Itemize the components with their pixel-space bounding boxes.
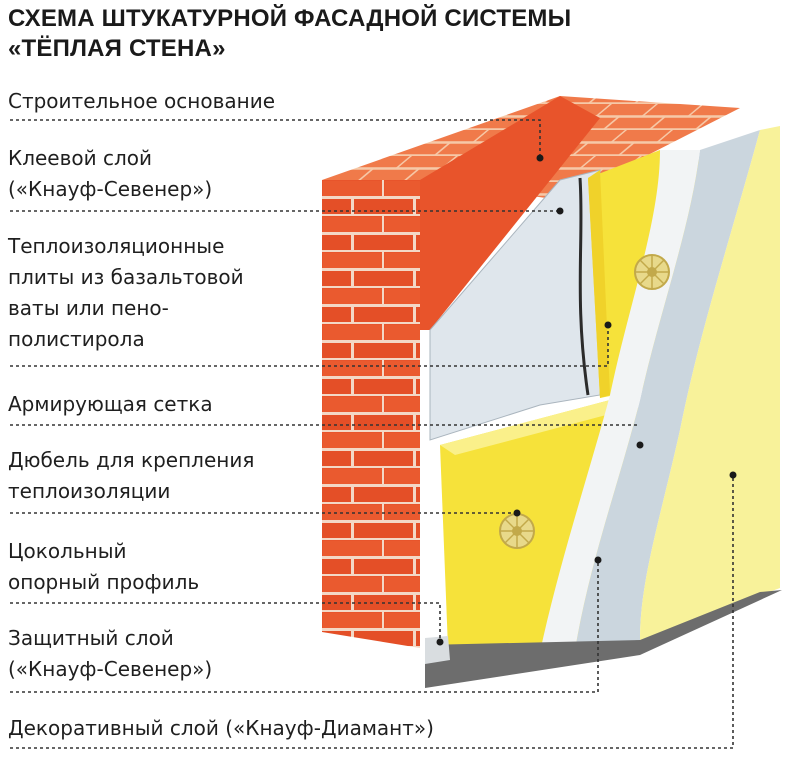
leader-line-base: [10, 119, 541, 155]
leader-dot-glue: [556, 207, 564, 215]
label-reinforcing-mesh: Армирующая сетка: [8, 392, 213, 416]
label-glue-layer: Клеевой слой («Кнауф-Севенер»): [8, 146, 213, 201]
leader-dot-decorative: [729, 471, 737, 479]
leader-line-insulation: [10, 325, 609, 367]
decorative-finish-layer: [640, 126, 780, 640]
diagram-title: СХЕМА ШТУКАТУРНОЙ ФАСАДНОЙ СИСТЕМЫ «ТЁПЛ…: [8, 4, 571, 64]
leader-dot-base: [536, 154, 544, 162]
leader-dot-protective: [594, 556, 602, 564]
title-line-1: СХЕМА ШТУКАТУРНОЙ ФАСАДНОЙ СИСТЕМЫ: [8, 5, 572, 32]
reinforcing-mesh-band: [575, 130, 760, 650]
label-insulation-boards: Теплоизоляционные плиты из базальтовой в…: [8, 234, 244, 351]
dowel-lower: [499, 513, 535, 549]
title-line-2: «ТЁПЛАЯ СТЕНА»: [8, 35, 226, 62]
leader-dot-profile: [436, 638, 444, 646]
insulation-board-upper-side: [588, 170, 610, 398]
glue-layer-edge: [578, 177, 590, 396]
base-profile-shelf: [425, 636, 450, 664]
leader-line-decorative: [10, 475, 734, 749]
label-decorative-layer: Декоративный слой («Кнауф-Диамант»): [8, 716, 434, 740]
leader-dot-mesh: [636, 441, 644, 449]
label-base-profile: Цокольный опорный профиль: [8, 539, 200, 594]
label-building-base: Строительное основание: [8, 89, 276, 113]
label-protective-layer: Защитный слой («Кнауф-Севенер»): [8, 626, 213, 681]
insulation-board-lower-top: [440, 400, 625, 455]
base-profile: [425, 590, 782, 688]
label-dowel: Дюбель для крепления теплоизоляции: [8, 448, 255, 503]
dowel-upper: [634, 254, 670, 290]
brick-wall-cut: [420, 96, 600, 330]
leader-line-protective: [10, 560, 599, 693]
leader-dot-dowel: [513, 509, 521, 517]
leader-dot-insulation: [604, 321, 612, 329]
brick-wall-front: [322, 180, 420, 648]
